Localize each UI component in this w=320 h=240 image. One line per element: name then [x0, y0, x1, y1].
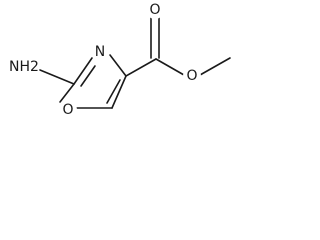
atom-label-ring-nitrogen: N: [95, 44, 105, 60]
bond-c2-n3: [73, 57, 93, 85]
bond-c4-carbonyl: [125, 58, 157, 77]
bond-carbonyl-ester-oxygen: [155, 58, 185, 76]
bond-group: [39, 16, 231, 109]
carbonyl-oxygen-background: [146, 1, 164, 19]
chemical-structure-diagram: NH2 N O O O: [9, 1, 231, 119]
ring-oxygen-background: [59, 101, 77, 119]
ring-nitrogen-background: [91, 43, 109, 61]
atom-label-ring-oxygen: O: [62, 102, 73, 118]
atom-label-amino: NH2: [9, 59, 39, 75]
bond-n3-c4: [109, 54, 127, 77]
ester-oxygen-background: [183, 67, 201, 85]
atom-label-carbonyl-oxygen: O: [149, 2, 160, 18]
atom-label-ester-oxygen: O: [186, 68, 197, 84]
bond-o1-c2: [59, 83, 75, 103]
bond-c4-c5-double: [106, 79, 121, 104]
bond-c4-c5: [111, 75, 127, 109]
atom-label-group: NH2 N O O O: [9, 1, 201, 119]
bond-c2-n3-double: [80, 65, 96, 87]
bond-ester-oxygen-methyl: [199, 57, 231, 76]
bond-c2-amino: [39, 69, 75, 85]
